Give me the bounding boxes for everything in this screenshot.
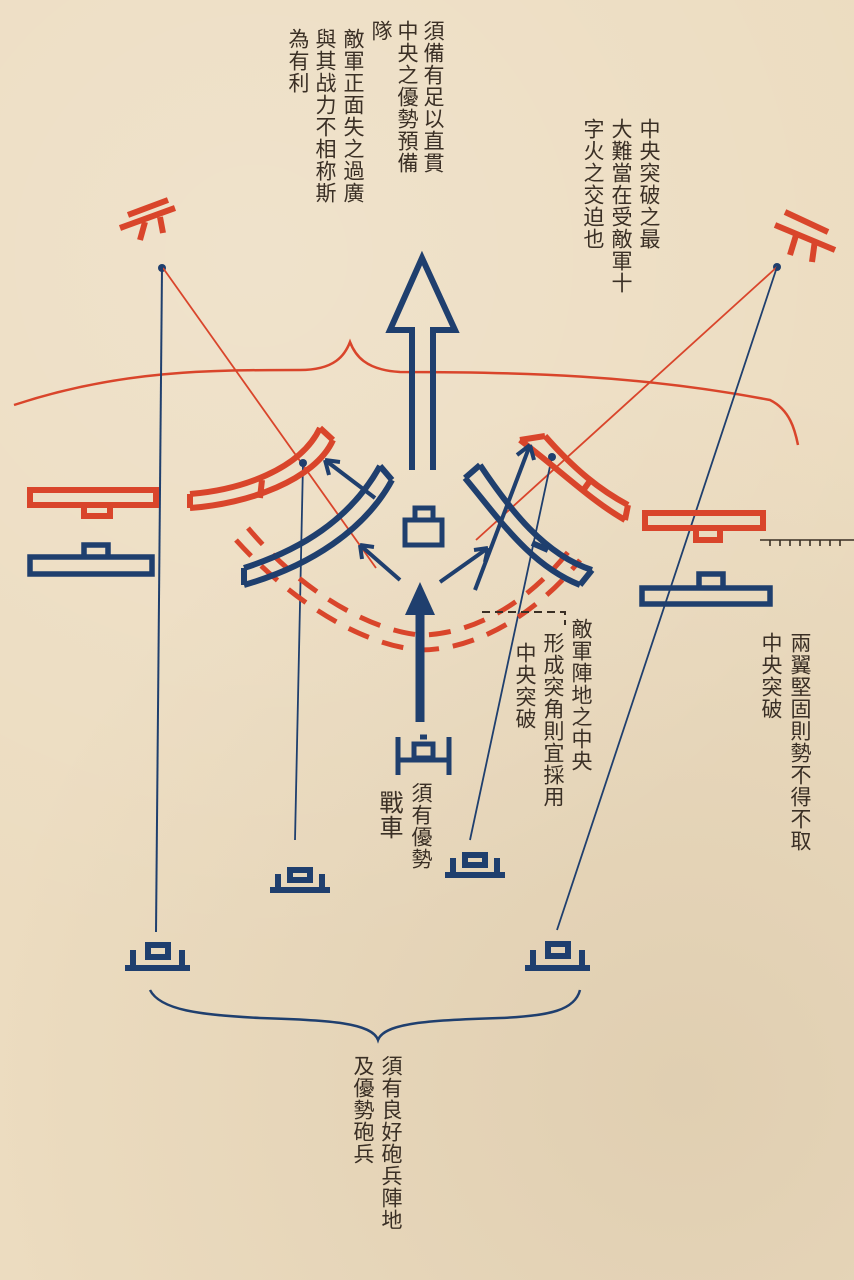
bottom-annotation-line-2: 及優勢砲兵	[351, 1055, 375, 1165]
bottom-annotation-line-1: 須有良好砲兵陣地	[379, 1055, 403, 1231]
enemy-artillery-right-icon	[773, 209, 837, 271]
chariot-annotation-line-1: 須有優勢	[409, 782, 433, 870]
artillery-battery-icon	[125, 852, 590, 971]
top-center-annotation-line-6: 為有利	[286, 28, 310, 94]
enemy-frontline	[13, 338, 800, 446]
enemy-position-right-icon	[642, 510, 766, 543]
top-center-annotation-line-2: 中央之優勢預備	[395, 20, 419, 174]
right-annotation-line-1: 兩翼堅固則勢不得不取	[788, 632, 812, 852]
right-annotation-line-2: 中央突破	[759, 632, 783, 720]
top-right-annotation-line-3: 字火之交迫也	[581, 118, 605, 250]
annotation-leader	[482, 611, 566, 625]
fire-line-left-blue	[155, 267, 163, 933]
top-center-annotation-line-4: 敵軍正面失之過廣	[341, 28, 365, 204]
fire-line-left-red	[162, 267, 377, 569]
fire-line-center-left	[294, 462, 304, 841]
enemy-salient-right-icon	[518, 433, 631, 523]
middle-annotation-line-3: 中央突破	[513, 642, 537, 730]
enemy-salient-left-icon	[187, 425, 336, 511]
friendly-position-left-icon	[27, 542, 155, 577]
middle-annotation-line-1: 敵軍陣地之中央	[569, 618, 593, 772]
fire-line-right-blue	[556, 266, 778, 931]
top-right-annotation-line-2: 大難當在受敵軍十	[609, 118, 633, 294]
main-thrust-arrow-icon	[385, 250, 460, 470]
arrow-icons	[323, 443, 536, 591]
bottom-brace	[148, 989, 582, 1044]
command-post-icon	[402, 505, 445, 548]
enemy-artillery-left-icon	[118, 197, 177, 272]
friendly-wing-left-icon	[241, 464, 395, 588]
friendly-position-right-icon	[639, 571, 773, 607]
edge-hatch	[760, 539, 854, 546]
top-center-annotation-line-3: 隊	[369, 20, 393, 42]
chariot-annotation-line-2: 戰車	[375, 790, 403, 840]
chariot-icon	[395, 734, 452, 775]
middle-annotation-line-2: 形成突角則宜採用	[541, 632, 565, 808]
top-center-annotation-line-5: 與其战力不相称斯	[313, 28, 337, 204]
reserve-arrow-icon	[405, 582, 435, 722]
fire-line-right-red	[475, 266, 778, 541]
top-right-annotation-line-1: 中央突破之最	[637, 118, 661, 250]
fire-line-center-right	[469, 456, 553, 841]
enemy-position-left-icon	[27, 487, 159, 519]
top-center-annotation-line-1: 須備有足以直貫	[421, 20, 445, 174]
friendly-wing-right-icon	[462, 462, 595, 588]
